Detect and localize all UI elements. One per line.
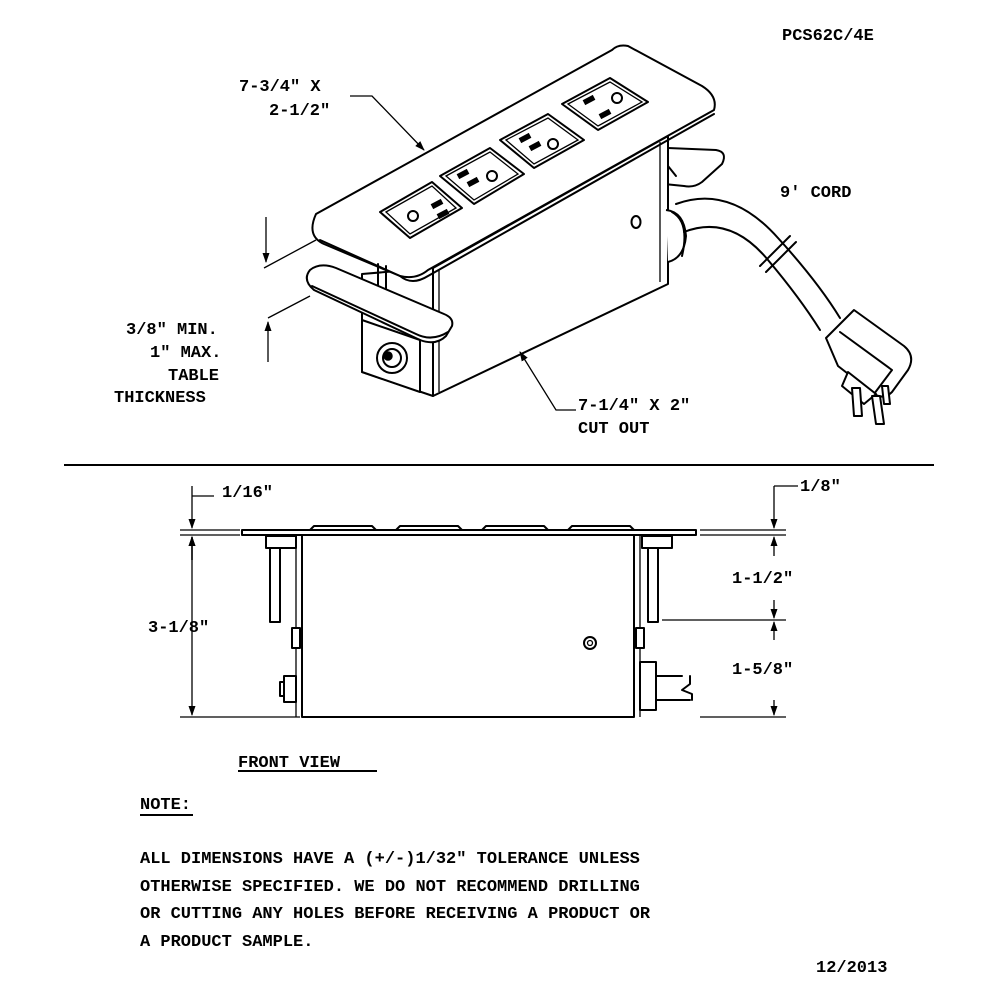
dim-plate-thickness: 1/16" xyxy=(222,484,273,503)
note-line: ALL DIMENSIONS HAVE A (+/-)1/32" TOLERAN… xyxy=(140,850,640,869)
note-body: ALL DIMENSIONS HAVE A (+/-)1/32" TOLERAN… xyxy=(140,846,860,956)
note-line: A PRODUCT SAMPLE. xyxy=(140,932,314,952)
cutout-dimension-line2: CUT OUT xyxy=(578,420,649,439)
front-view-title: FRONT VIEW xyxy=(238,754,341,773)
note-line: OTHERWISE SPECIFIED. WE DO NOT RECOMMEND… xyxy=(140,877,640,897)
dim-lower-section: 1-5/8" xyxy=(732,661,793,680)
front-view: 1/16" 3-1/8" 1/8" 1-1/2" 1-5/8" FRONT VI… xyxy=(148,478,841,773)
dim-overall-height: 3-1/8" xyxy=(148,619,209,638)
top-plate-dimension-line1: 7-3/4" X xyxy=(239,78,321,97)
cord-length-label: 9' CORD xyxy=(780,184,851,203)
isometric-view: 7-3/4" X 2-1/2" 9' CORD 3/8" MIN. 1" MAX… xyxy=(114,44,913,439)
drawing-date: 12/2013 xyxy=(816,959,887,978)
receptacle-1 xyxy=(379,181,463,239)
part-number: PCS62C/4E xyxy=(782,27,874,46)
power-cord xyxy=(675,197,913,425)
front-dimension-lines xyxy=(180,485,798,718)
iso-dimension-leaders xyxy=(262,95,576,411)
receptacle-4 xyxy=(561,77,649,131)
table-thickness-line4: THICKNESS xyxy=(114,389,206,408)
cutout-dimension-line1: 7-1/4" X 2" xyxy=(578,397,690,416)
left-clamp-bracket xyxy=(305,263,454,393)
top-plate-dimension-line2: 2-1/2" xyxy=(269,102,330,121)
table-thickness-line1: 3/8" MIN. xyxy=(126,321,218,340)
table-thickness-line2: 1" MAX. xyxy=(150,344,221,363)
dim-top-offset: 1/8" xyxy=(800,478,841,497)
dim-upper-section: 1-1/2" xyxy=(732,570,793,589)
receptacle-3 xyxy=(499,113,585,169)
note-line: OR CUTTING ANY HOLES BEFORE RECEIVING A … xyxy=(140,905,651,924)
note-heading: NOTE: xyxy=(140,796,191,815)
right-clamp-bracket xyxy=(663,147,725,188)
table-thickness-line3: TABLE xyxy=(168,367,219,386)
receptacle-2 xyxy=(439,147,525,205)
front-box-body xyxy=(301,534,635,718)
